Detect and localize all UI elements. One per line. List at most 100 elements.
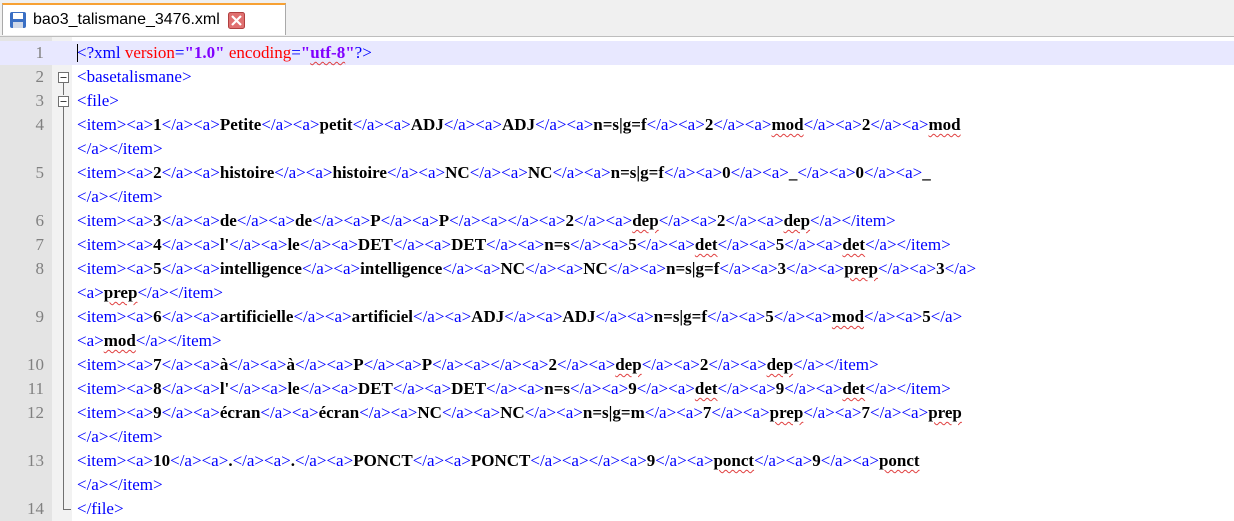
line-number: 7 xyxy=(35,235,45,254)
code-line[interactable]: </a></item> xyxy=(0,185,1234,209)
xml-close-tag: </a> xyxy=(412,307,445,326)
code-line[interactable]: 10<item><a>7</a><a>à</a><a>à</a><a>P</a>… xyxy=(0,353,1234,377)
code-text: </file> xyxy=(77,497,124,521)
code-editor[interactable]: 1<?xml version="1.0" encoding="utf-8"?>2… xyxy=(0,37,1234,521)
xml-cell-value: 7 xyxy=(702,403,712,422)
xml-close-tag: </a> xyxy=(274,163,306,182)
xml-close-tag: </a> xyxy=(412,451,445,470)
xml-close-tag: </item> xyxy=(824,355,879,374)
xml-close-tag: </a> xyxy=(793,355,825,374)
xml-close-tag: </a> xyxy=(392,235,425,254)
code-text: <item><a>8</a><a>l'</a><a>le</a><a>DET</… xyxy=(77,377,951,401)
fold-toggle-icon[interactable] xyxy=(58,96,69,107)
xml-cell-value: 2 xyxy=(699,355,709,374)
code-line[interactable]: 12<item><a>9</a><a>écran</a><a>écran</a>… xyxy=(0,401,1234,425)
code-line[interactable]: 1<?xml version="1.0" encoding="utf-8"?> xyxy=(0,41,1234,65)
xml-open-tag: <a> xyxy=(852,451,879,470)
line-number: 11 xyxy=(27,379,44,398)
xml-open-tag: <a> xyxy=(260,379,288,398)
code-line[interactable]: 5<item><a>2</a><a>histoire</a><a>histoir… xyxy=(0,161,1234,185)
xml-close-tag: </a> xyxy=(552,163,584,182)
xml-open-tag: <a> xyxy=(749,235,776,254)
code-line[interactable]: 6<item><a>3</a><a>de</a><a>de</a><a>P</a… xyxy=(0,209,1234,233)
xml-open-tag: <a> xyxy=(193,259,220,278)
xml-close-tag: </a> xyxy=(754,451,786,470)
xml-cell-value: l' xyxy=(219,235,230,254)
xml-close-tag: </a> xyxy=(261,115,293,134)
xml-close-tag: </a> xyxy=(359,403,391,422)
xml-open-tag: <a> xyxy=(193,235,220,254)
code-text: <a>mod</a></item> xyxy=(77,329,221,353)
xml-cell-value: n=s|g=f xyxy=(610,163,664,182)
xml-cell-value: le xyxy=(287,379,300,398)
code-line[interactable]: 2<basetalismane> xyxy=(0,65,1234,89)
xml-open-tag: <a> xyxy=(126,163,154,182)
xml-attr-name: version xyxy=(124,43,175,62)
code-line[interactable]: 7<item><a>4</a><a>l'</a><a>le</a><a>DET<… xyxy=(0,233,1234,257)
xml-open-tag: <a> xyxy=(620,451,647,470)
xml-close-tag: </a> xyxy=(137,283,169,302)
xml-close-tag: </a> xyxy=(530,451,562,470)
xml-open-tag: <item> xyxy=(77,355,127,374)
xml-cell-value: 5 xyxy=(775,235,785,254)
code-line[interactable]: </a></item> xyxy=(0,137,1234,161)
xml-close-tag: </a> xyxy=(232,451,265,470)
code-line[interactable]: <a>prep</a></item> xyxy=(0,281,1234,305)
code-line[interactable]: 8<item><a>5</a><a>intelligence</a><a>int… xyxy=(0,257,1234,281)
xml-cell-value: prep xyxy=(844,259,878,278)
xml-cell-value: NC xyxy=(527,163,553,182)
code-line[interactable]: 11<item><a>8</a><a>l'</a><a>le</a><a>DET… xyxy=(0,377,1234,401)
close-icon[interactable] xyxy=(227,11,245,29)
code-line[interactable]: 4<item><a>1</a><a>Petite</a><a>petit</a>… xyxy=(0,113,1234,137)
code-line[interactable]: 14</file> xyxy=(0,497,1234,521)
code-line[interactable]: </a></item> xyxy=(0,425,1234,449)
tab-document[interactable]: bao3_talismane_3476.xml xyxy=(2,3,286,35)
xml-cell-value: mod xyxy=(928,115,961,134)
fold-margin xyxy=(52,37,72,521)
xml-cell-value: n=s|g=f xyxy=(593,115,647,134)
xml-close-tag: </a> xyxy=(607,259,640,278)
xml-open-tag: <item> xyxy=(77,259,127,278)
code-line[interactable]: 3<file> xyxy=(0,89,1234,113)
xml-close-tag: </a> xyxy=(229,379,261,398)
xml-open-tag: <a> xyxy=(480,211,508,230)
xml-close-tag: </a> xyxy=(773,307,806,326)
xml-attr-value: utf-8 xyxy=(310,43,346,62)
code-line[interactable]: </a></item> xyxy=(0,473,1234,497)
xml-open-tag: <a> xyxy=(324,307,352,326)
code-line[interactable]: 9<item><a>6</a><a>artificielle</a><a>art… xyxy=(0,305,1234,329)
xml-open-tag: <a> xyxy=(126,235,154,254)
xml-close-tag: </a> xyxy=(504,307,536,326)
xml-cell-value: det xyxy=(694,235,718,254)
xml-close-tag: </a> xyxy=(228,355,260,374)
xml-cell-value: DET xyxy=(357,379,393,398)
xml-open-tag: <a> xyxy=(126,307,154,326)
xml-close-tag: </a> xyxy=(77,475,109,494)
xml-cell-value: 2 xyxy=(153,163,162,182)
xml-close-tag: </a> xyxy=(161,403,194,422)
xml-close-tag: </a> xyxy=(293,307,325,326)
xml-close-tag: </item> xyxy=(841,211,896,230)
xml-close-tag: </a> xyxy=(352,115,385,134)
xml-open-tag: <a> xyxy=(749,379,776,398)
xml-cell-value: DET xyxy=(451,235,487,254)
code-line[interactable]: 13<item><a>10</a><a>.</a><a>.</a><a>PONC… xyxy=(0,449,1234,473)
code-line[interactable]: <a>mod</a></item> xyxy=(0,329,1234,353)
xml-cell-value: ponct xyxy=(878,451,920,470)
line-number: 1 xyxy=(35,43,45,62)
xml-open-tag: <a> xyxy=(77,283,104,302)
xml-attr-name: encoding xyxy=(224,43,292,62)
xml-close-tag: </a> xyxy=(877,259,910,278)
xml-close-tag: </a> xyxy=(135,331,168,350)
xml-close-tag: </a> xyxy=(810,211,842,230)
xml-open-tag: <a> xyxy=(444,451,471,470)
xml-cell-value: le xyxy=(287,235,300,254)
xml-cell-value: 5 xyxy=(922,307,931,326)
fold-toggle-icon[interactable] xyxy=(58,72,69,83)
xml-close-tag: </a> xyxy=(386,163,419,182)
xml-open-tag: <a> xyxy=(473,259,501,278)
xml-open-tag: <a> xyxy=(895,307,923,326)
xml-cell-value: 10 xyxy=(153,451,171,470)
xml-close-tag: </a> xyxy=(717,379,749,398)
code-text: <item><a>7</a><a>à</a><a>à</a><a>P</a><a… xyxy=(77,353,879,377)
